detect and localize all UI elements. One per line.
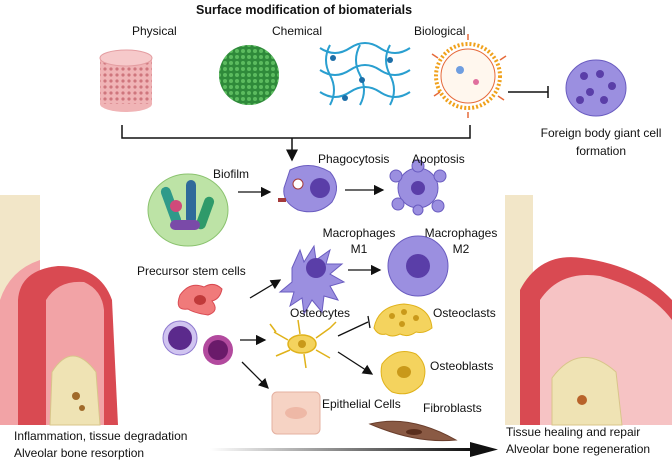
biofilm-label: Biofilm (213, 167, 250, 181)
macrophages-m1-line2: M1 (350, 242, 368, 256)
macrophages-m2-line1: Macrophages (424, 226, 498, 240)
inflamed-tooth-illustration (0, 195, 118, 426)
phagocyte-icon (278, 165, 337, 213)
macrophages-m2-label: Macrophages M2 (416, 226, 506, 256)
osteoclast-icon (373, 303, 433, 337)
osteocytes-label: Osteocytes (290, 306, 351, 320)
right-caption-line1: Tissue healing and repair (506, 425, 641, 439)
progression-arrow (210, 442, 498, 457)
left-caption: Inflammation, tissue degradation Alveola… (14, 429, 187, 460)
diagram-title: Surface modification of biomaterials (196, 3, 413, 17)
category-physical-label: Physical (132, 24, 177, 38)
category-biological-label: Biological (414, 24, 466, 38)
macrophage-m1-icon (278, 244, 346, 316)
osteoblast-icon (380, 351, 426, 395)
category-chemical-label: Chemical (272, 24, 323, 38)
right-caption-line2: Alveolar bone regeneration (506, 442, 651, 456)
convergence-bracket (121, 125, 471, 162)
macrophages-m2-line2: M2 (452, 242, 470, 256)
lymphocyte-icon (162, 320, 233, 365)
osteoclasts-label: Osteoclasts (433, 306, 496, 320)
osteocyte-icon (269, 319, 337, 369)
left-caption-line1: Inflammation, tissue degradation (14, 429, 188, 443)
foreign-body-label: Foreign body giant cell formation (532, 126, 670, 158)
biological-network-icon (319, 42, 411, 106)
epithelial-cells-label: Epithelial Cells (322, 397, 401, 411)
chemical-surface-icon (219, 45, 279, 105)
precursor-stem-cells-label: Precursor stem cells (137, 264, 246, 278)
phagocytosis-label: Phagocytosis (318, 152, 390, 166)
osteoblasts-label: Osteoblasts (430, 359, 494, 373)
macrophages-m1-line1: Macrophages (322, 226, 396, 240)
physical-scaffold-icon (99, 49, 153, 112)
macrophage-m2-icon (387, 235, 449, 297)
fibroblasts-label: Fibroblasts (423, 401, 482, 415)
foreign-body-line2: formation (575, 144, 627, 158)
epithelial-cell-icon (271, 391, 321, 435)
giant-cell-icon (565, 59, 627, 117)
left-caption-line2: Alveolar bone resorption (14, 446, 145, 460)
apoptotic-cell-icon (389, 159, 447, 216)
fibroblast-icon (368, 420, 458, 442)
right-caption: Tissue healing and repair Alveolar bone … (506, 425, 650, 456)
macrophages-m1-label: Macrophages M1 (314, 226, 404, 256)
healthy-tooth-illustration (505, 195, 672, 426)
apoptosis-label: Apoptosis (412, 152, 465, 166)
foreign-body-line1: Foreign body giant cell (540, 126, 662, 140)
liposome-icon (431, 34, 507, 118)
stem-cell-icon (177, 283, 223, 316)
biofilm-icon (147, 173, 229, 247)
